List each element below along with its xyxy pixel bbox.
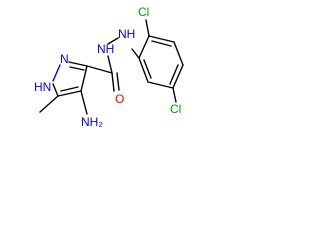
bond-c4-c5 — [57, 90, 82, 97]
bond-ar3-ar4 — [173, 41, 184, 66]
atom-label-nh-1: NH — [97, 42, 114, 56]
bond-ar5-ar6 — [147, 81, 174, 89]
bond-carbonyl-nh — [107, 55, 113, 74]
bond-ar2-ar3-double — [151, 40, 172, 47]
bond-n2-c3 — [68, 61, 88, 67]
phenyl-ring — [138, 35, 184, 89]
bond-c4-nh2 — [80, 90, 88, 115]
bond-ar5-cl — [172, 87, 177, 103]
bond-ar2-cl — [145, 19, 150, 37]
bond-ar6-ar1 — [138, 57, 149, 83]
bond-n1-n2 — [52, 64, 61, 82]
molecule-structure: HN N O NH NH NH₂ Cl Cl — [34, 5, 184, 129]
bond-ar6-ar1-double — [143, 59, 152, 79]
bond-c5-n1 — [52, 83, 59, 97]
atom-label-cl-ortho: Cl — [138, 5, 149, 19]
bond-carbonyl-o — [111, 72, 115, 92]
bond-ar2-ar3 — [148, 35, 175, 43]
atom-label-n: N — [60, 52, 69, 66]
bond-carbonyl-o-double — [116, 72, 120, 91]
bond-ar1-ar2 — [138, 35, 150, 59]
atom-label-o: O — [115, 92, 124, 106]
atom-label-hn: HN — [34, 80, 51, 94]
pyrazole-ring — [52, 61, 88, 97]
bond-ar4-ar5-double — [169, 64, 179, 85]
bond-nh-aryl — [131, 48, 140, 59]
bond-ar4-ar5 — [172, 64, 184, 89]
bond-c5-methyl — [39, 95, 59, 113]
bond-c3-c4 — [80, 65, 88, 92]
bond-nh-nh — [107, 37, 119, 45]
bond-n2-c3-double — [69, 66, 85, 71]
atom-label-cl-para: Cl — [170, 102, 181, 116]
bond-c4-c5-double — [60, 86, 79, 92]
atom-label-nh-2: NH — [118, 27, 135, 41]
atom-label-nh2: NH₂ — [81, 115, 103, 129]
bond-c3-carbonyl — [86, 65, 113, 74]
